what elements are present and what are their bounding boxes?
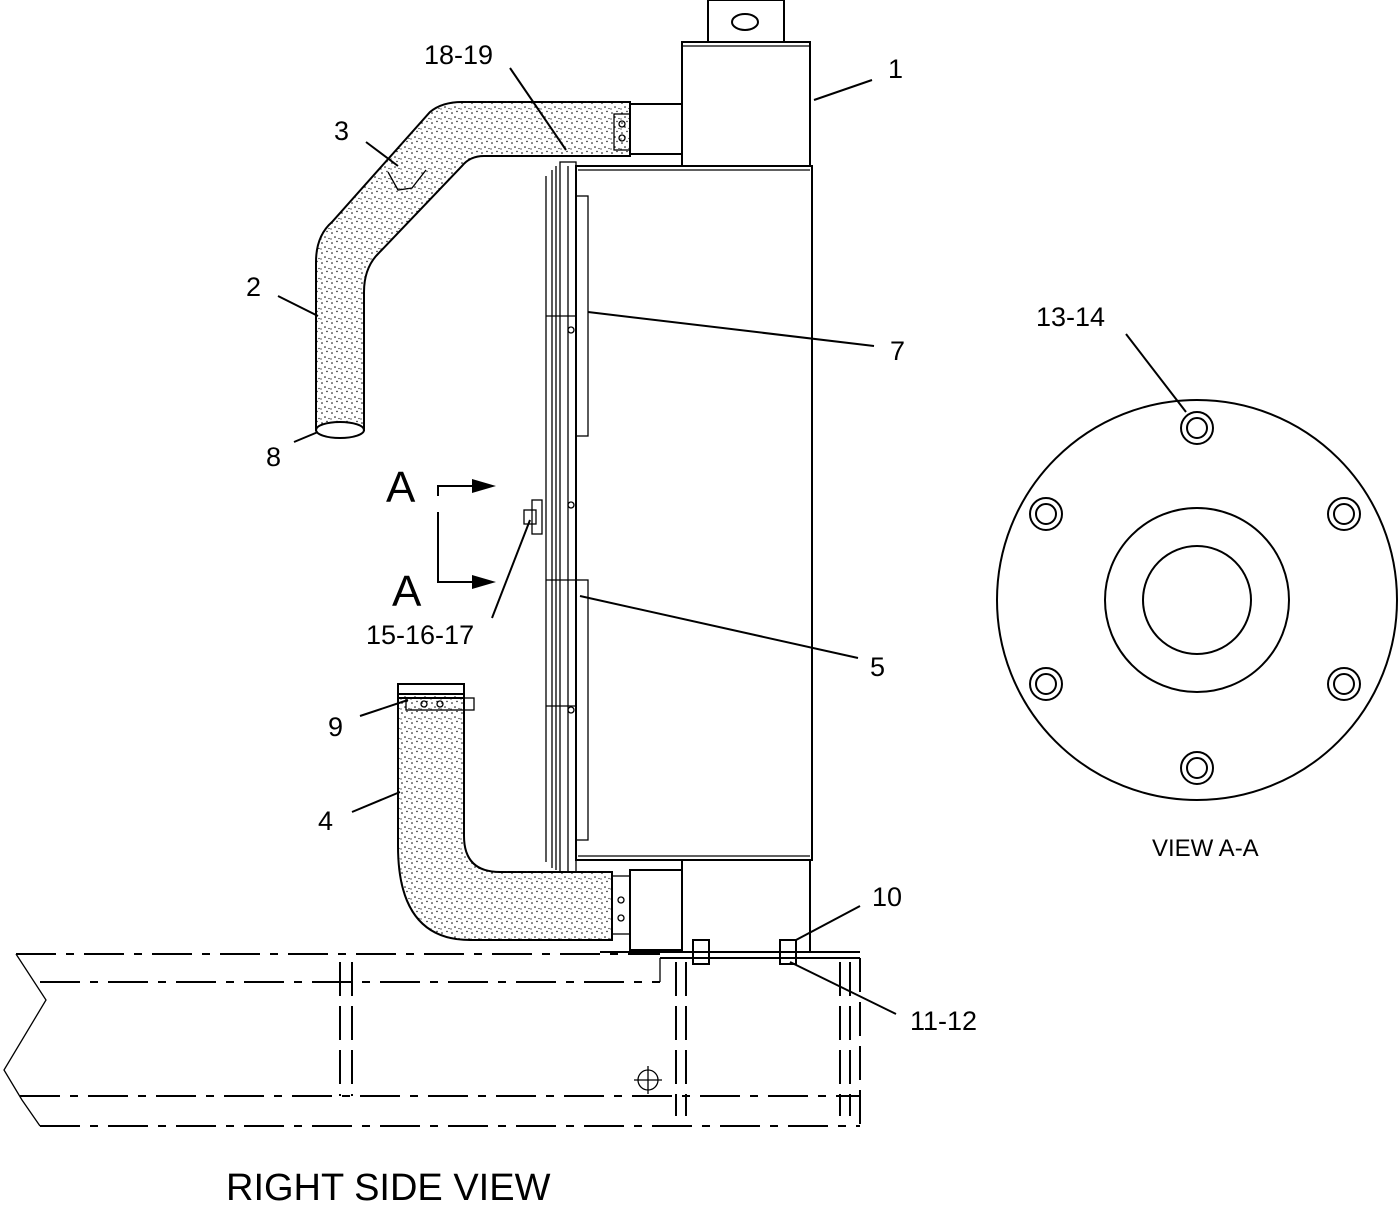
callout-10: 10 <box>872 882 902 912</box>
heat-shield-lower <box>575 579 589 841</box>
callout-5: 5 <box>870 652 885 682</box>
hose-body-lower <box>397 693 613 941</box>
flange-bolt-top <box>1180 411 1214 445</box>
muffler-shell <box>575 165 813 861</box>
lower-clamp-9 <box>405 697 475 711</box>
muffler-outlet-assembly <box>681 0 811 167</box>
outlet-housing <box>681 41 811 167</box>
view-a-a-title: VIEW A-A <box>1152 835 1259 862</box>
flange-bolt-bottom <box>1180 751 1214 785</box>
right-side-view-title: RIGHT SIDE VIEW <box>226 1167 551 1208</box>
inlet-housing <box>681 859 811 953</box>
upper-exhaust-hose <box>315 101 683 439</box>
section-arrow-top <box>472 479 496 493</box>
hose-body-upper <box>315 101 631 431</box>
flange-bolt-upper-right <box>1327 497 1361 531</box>
inlet-collar <box>629 869 683 951</box>
upper-clamp <box>613 113 631 151</box>
machine-frame-phantom <box>3 953 861 1127</box>
heat-shield-upper <box>575 195 589 437</box>
hose-splice-3 <box>387 169 427 191</box>
lifting-bracket-hole <box>731 13 759 31</box>
callout-15-16-17: 15-16-17 <box>366 620 474 650</box>
flange-bolt-upper-left <box>1029 497 1063 531</box>
section-arrow-bottom <box>472 575 496 589</box>
callout-1: 1 <box>888 54 903 84</box>
callout-13-14: 13-14 <box>1036 302 1105 332</box>
flange-bolt-lower-right <box>1327 667 1361 701</box>
callout-3: 3 <box>334 116 349 146</box>
lower-clamp-inlet <box>611 875 631 935</box>
callout-7: 7 <box>890 336 905 366</box>
callout-18-19: 18-19 <box>424 40 493 70</box>
callout-11-12: 11-12 <box>910 1006 977 1036</box>
section-label-bottom: A <box>392 567 422 616</box>
mount-clamp <box>531 499 543 535</box>
flange-bolt-lower-left <box>1029 667 1063 701</box>
lower-exhaust-hose <box>397 683 631 941</box>
leader-lines <box>277 67 1187 1015</box>
muffler-body <box>523 161 813 873</box>
flange-outer <box>996 399 1398 801</box>
section-label-top: A <box>386 463 416 512</box>
hose-end-8 <box>315 421 365 439</box>
flange-hub <box>1104 507 1290 693</box>
callout-labels: 1 2 3 4 5 7 8 9 10 11-12 13-14 15-16-17 … <box>246 40 1105 1036</box>
outlet-collar <box>629 103 683 155</box>
callout-4: 4 <box>318 806 333 836</box>
callout-2: 2 <box>246 272 261 302</box>
view-a-a-flange <box>996 399 1398 801</box>
muffler-inlet-stub <box>600 859 860 965</box>
flange-bore <box>1142 545 1252 655</box>
clamp-bolt <box>523 509 537 525</box>
callout-8: 8 <box>266 442 281 472</box>
section-marker: A A <box>386 463 496 616</box>
lifting-bracket <box>707 0 785 43</box>
callout-9: 9 <box>328 712 343 742</box>
